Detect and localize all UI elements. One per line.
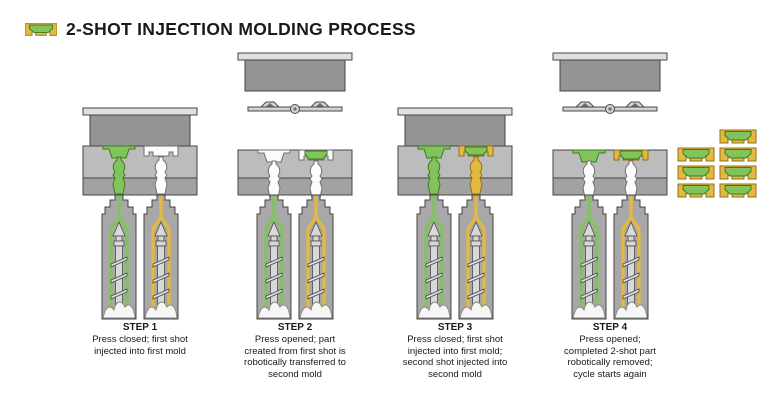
finished-part [719, 129, 757, 144]
caption-step-3: STEP 3 Press closed; first shot injected… [402, 322, 508, 380]
finished-part [677, 147, 715, 162]
mold-base-plate [397, 177, 513, 196]
finished-part [719, 165, 757, 180]
caption-step-2: STEP 2 Press opened; part created from f… [242, 322, 348, 380]
injection-barrel-first-shot [415, 193, 453, 321]
injection-barrel-second-shot [142, 193, 180, 321]
page-title: 2-SHOT INJECTION MOLDING PROCESS [66, 19, 416, 39]
step-label: STEP 4 [592, 322, 628, 333]
first-mold-sprue-empty [582, 160, 596, 199]
two-shot-part-icon [25, 23, 57, 36]
finished-part [719, 147, 757, 162]
first-mold-sprue-empty [267, 160, 281, 199]
caption-step-1: STEP 1 Press closed; first shot injected… [87, 322, 193, 357]
title-row: 2-SHOT INJECTION MOLDING PROCESS [25, 19, 416, 40]
robot-transfer-arm [562, 101, 658, 114]
mold-base-plate [552, 177, 668, 196]
injection-barrel-first-shot [255, 193, 293, 321]
finished-parts-stack [677, 129, 757, 198]
first-shot-part-in-second-mold [464, 146, 488, 156]
mold-base-plate [82, 177, 198, 196]
second-mold-sprue-empty [154, 156, 168, 195]
second-mold-sprue-filled [469, 156, 483, 195]
step-label: STEP 2 [277, 322, 313, 333]
injection-barrel-second-shot [457, 193, 495, 321]
step-description: Press opened; completed 2-shot part robo… [564, 334, 656, 380]
second-mold-sprue-empty [309, 160, 323, 199]
first-mold-sprue-filled [427, 156, 441, 195]
first-mold-sprue-filled [112, 156, 126, 195]
finished-part [719, 183, 757, 198]
second-mold-sprue-empty [624, 160, 638, 199]
step-label: STEP 3 [437, 322, 473, 333]
transferred-first-shot-part [304, 150, 328, 160]
injection-barrel-second-shot [612, 193, 650, 321]
injection-barrel-first-shot [100, 193, 138, 321]
finished-part [677, 165, 715, 180]
injection-barrel-second-shot [297, 193, 335, 321]
press-upper-platen [397, 107, 513, 147]
first-shot-part-in-second-mold [619, 150, 643, 160]
step-description: Press closed; first shot injected into f… [92, 334, 188, 357]
press-upper-platen [82, 107, 198, 147]
press-upper-platen [552, 52, 668, 92]
step-label: STEP 1 [122, 322, 158, 333]
machine-step-2 [237, 52, 353, 321]
finished-part [677, 183, 715, 198]
injection-barrel-first-shot [570, 193, 608, 321]
second-mold-cavity-empty [143, 145, 179, 157]
machine-step-3 [397, 107, 513, 321]
press-upper-platen [237, 52, 353, 92]
machine-step-4 [552, 52, 668, 321]
caption-step-4: STEP 4 Press opened; completed 2-shot pa… [557, 322, 663, 380]
step-description: Press closed; first shot injected into f… [402, 334, 508, 380]
step-description: Press opened; part created from first sh… [244, 334, 346, 380]
mold-block [552, 149, 668, 179]
mold-block [237, 149, 353, 179]
mold-block [397, 145, 513, 179]
robot-transfer-arm [247, 101, 343, 114]
mold-block [82, 145, 198, 179]
machine-step-1 [82, 107, 198, 321]
mold-base-plate [237, 177, 353, 196]
